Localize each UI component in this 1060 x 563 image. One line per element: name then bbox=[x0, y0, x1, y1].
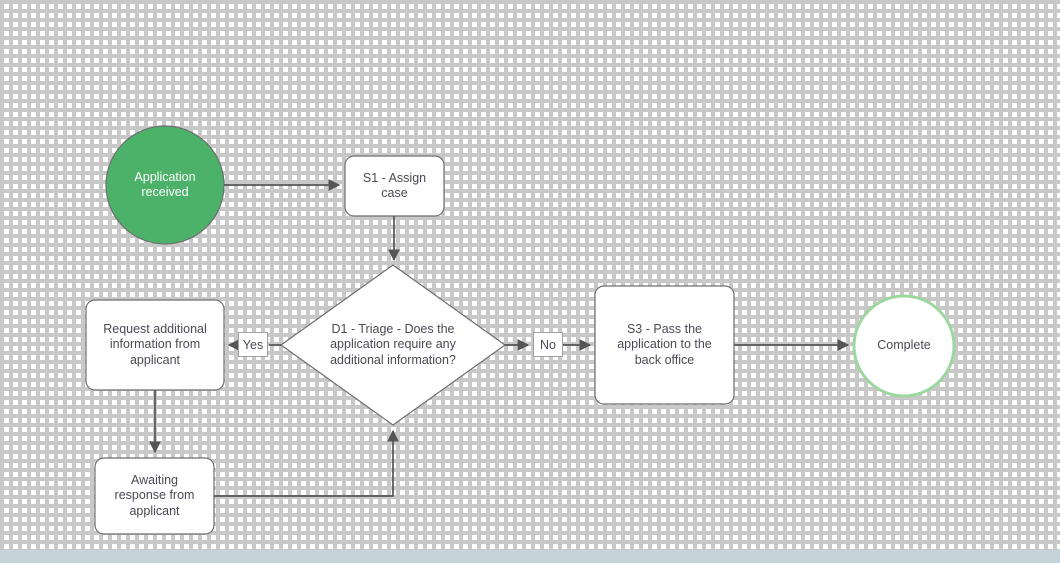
node-s1-box[interactable] bbox=[344, 155, 445, 217]
diagram-svg bbox=[85, 125, 956, 535]
edge-label-yes[interactable]: Yes bbox=[238, 332, 268, 357]
edge-awaiting-to-d1 bbox=[214, 429, 399, 497]
node-s3-box[interactable] bbox=[594, 285, 735, 405]
edge-label-no[interactable]: No bbox=[533, 332, 563, 357]
diagram-canvas[interactable]: Application received S1 - Assign case D1… bbox=[0, 0, 1060, 550]
node-complete-circle[interactable] bbox=[852, 294, 956, 398]
node-request-box[interactable] bbox=[85, 299, 225, 391]
node-start-circle[interactable] bbox=[105, 125, 225, 245]
node-awaiting-box[interactable] bbox=[94, 457, 215, 535]
node-d1-diamond[interactable] bbox=[279, 264, 507, 426]
horizontal-scrollbar[interactable] bbox=[0, 550, 1060, 563]
